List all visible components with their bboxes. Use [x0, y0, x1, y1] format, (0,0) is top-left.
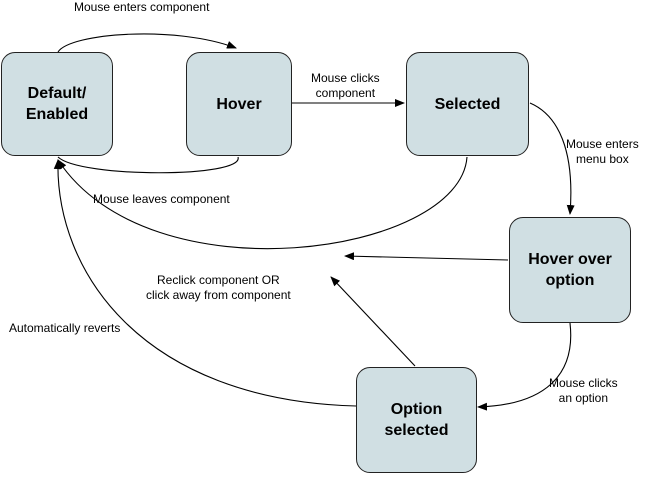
label-mouse-leaves-component: Mouse leaves component: [93, 192, 230, 206]
edge-option-selected-to-reclick: [330, 276, 416, 367]
edge-option-selected-to-default: [53, 159, 357, 407]
edge-selected-to-hover-option: [529, 102, 575, 215]
edge-default-to-hover: [57, 33, 237, 53]
edge-hover-to-default: [57, 156, 239, 174]
label-automatically-reverts: Automatically reverts: [9, 321, 121, 335]
label-mouse-enters-component: Mouse enters component: [74, 0, 210, 14]
state-default-enabled: Default/Enabled: [1, 52, 113, 156]
state-selected: Selected: [406, 52, 529, 156]
edge-hover-option-to-option-selected: [477, 322, 572, 411]
edge-hover-option-to-reclick: [344, 252, 509, 261]
edge-selected-to-default: [57, 156, 468, 250]
state-hover: Hover: [186, 52, 292, 156]
